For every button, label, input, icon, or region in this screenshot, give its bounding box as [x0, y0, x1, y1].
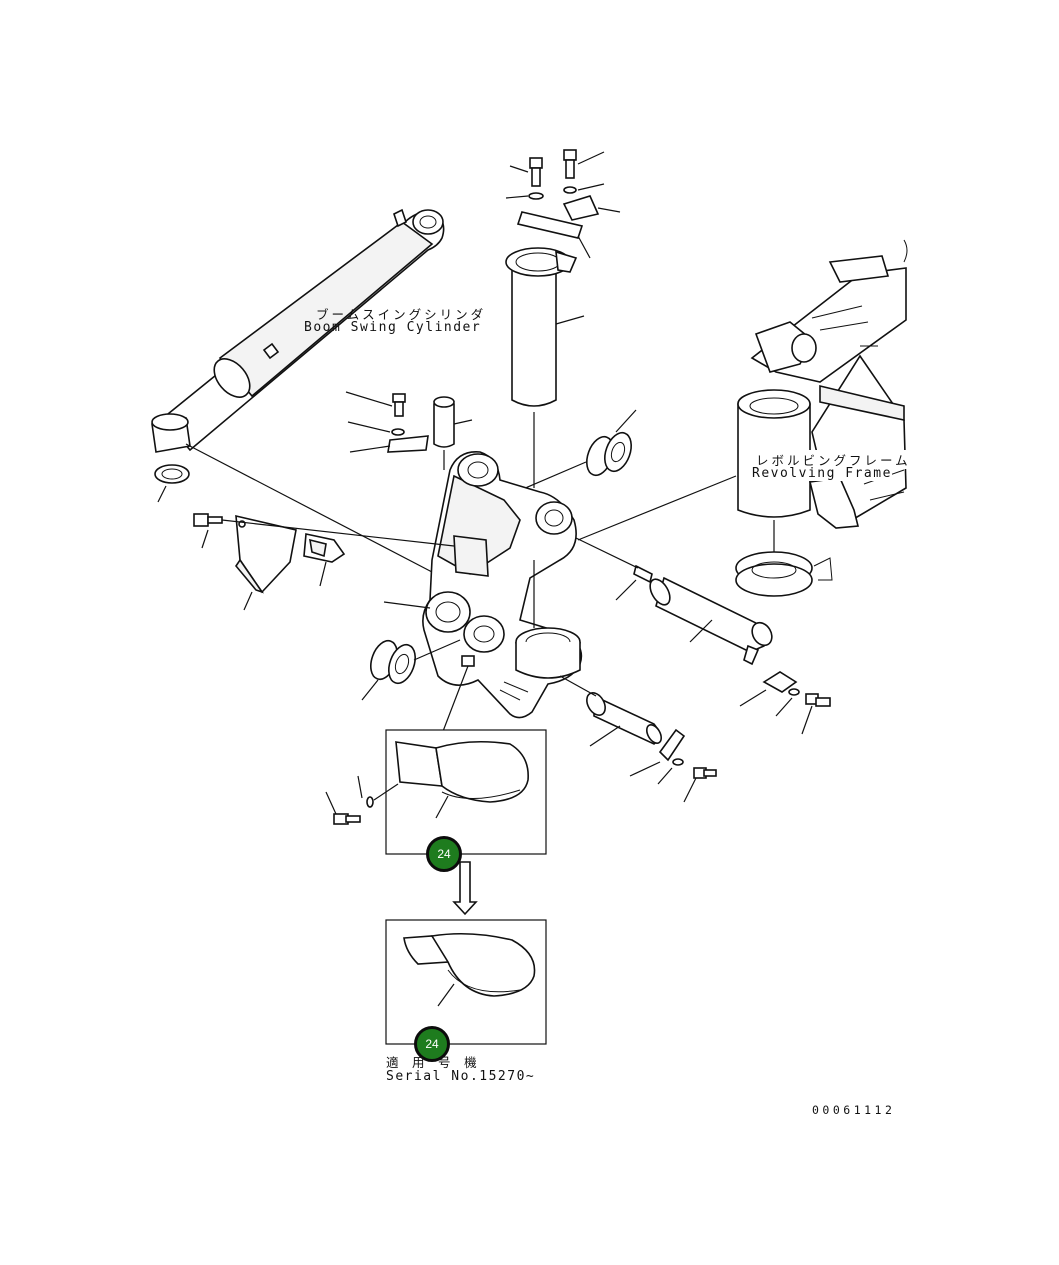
lower-left-thrust-washers	[361, 639, 461, 701]
revolving-frame	[577, 239, 908, 597]
callout-badge-upper[interactable]: 24	[426, 836, 462, 872]
lower-pivot-pin	[559, 675, 717, 803]
boom-swing-cylinder	[151, 208, 445, 573]
swing-bracket	[383, 451, 583, 761]
callout-badge-lower[interactable]: 24	[414, 1026, 450, 1062]
upper-pin-sleeve	[505, 149, 621, 488]
revolving-frame-label-en: Revolving Frame	[752, 466, 892, 481]
revision-arrow	[452, 861, 478, 916]
applicable-label-jp: 適 用 号 機	[386, 1055, 480, 1070]
drawing-number: 00061112	[812, 1103, 896, 1117]
pivot-pin-assembly	[575, 537, 773, 666]
cover-detail-upper	[325, 729, 547, 855]
serial-number-label: Serial No.15270~	[386, 1069, 536, 1084]
revolving-frame-label-jp: レボルビングフレーム	[756, 450, 911, 469]
cylinder-pin-hardware	[345, 391, 473, 470]
side-cover-plate	[193, 513, 455, 611]
boom-swing-cylinder-label-en: Boom Swing Cylinder	[304, 320, 482, 335]
pin-stopper-hardware	[739, 671, 831, 735]
boom-swing-cylinder-label-jp: ブームスイングシリンダ	[316, 307, 487, 322]
upper-right-thrust-washers	[501, 409, 637, 499]
cover-detail-lower	[385, 919, 547, 1045]
